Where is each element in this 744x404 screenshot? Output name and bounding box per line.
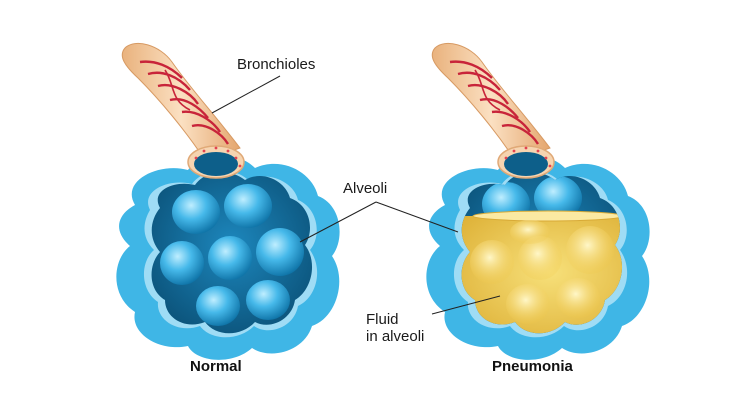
bronchioles-label: Bronchioles (237, 56, 316, 73)
alveolus (160, 241, 204, 285)
alveoli-leader-right (375, 201, 459, 233)
alveolus (172, 190, 220, 234)
blood-vessels-left (139, 60, 230, 145)
pneumonia-alveolar-sac (426, 43, 650, 360)
fluid-alveolus (566, 226, 614, 274)
fluid-alveolus (518, 236, 562, 280)
fluid-alveolus (510, 220, 550, 244)
fluid-label-line2: in alveoli (366, 328, 425, 345)
fluid-alveolus (506, 284, 550, 324)
alveolus (256, 228, 304, 276)
fluid-surface (472, 210, 623, 222)
alveolus (196, 286, 240, 326)
alveoli-leader-left (299, 201, 377, 243)
caption-normal: Normal (190, 358, 242, 375)
alveoli-label: Alveoli (343, 180, 388, 197)
fluid-alveolus (556, 278, 600, 318)
alveolus (534, 176, 582, 220)
caption-pneumonia: Pneumonia (492, 358, 573, 375)
fluid-alveolus (470, 240, 514, 284)
alveolus (208, 236, 252, 280)
normal-alveolar-sac (116, 43, 340, 360)
leader-lines (211, 75, 501, 315)
alveolus (224, 184, 272, 228)
fluid-leader (431, 295, 501, 315)
fluid-label-line1: Fluid (366, 311, 399, 328)
alveolus (246, 280, 290, 320)
blood-vessels-right (449, 60, 540, 145)
bronchioles-leader (211, 75, 281, 114)
